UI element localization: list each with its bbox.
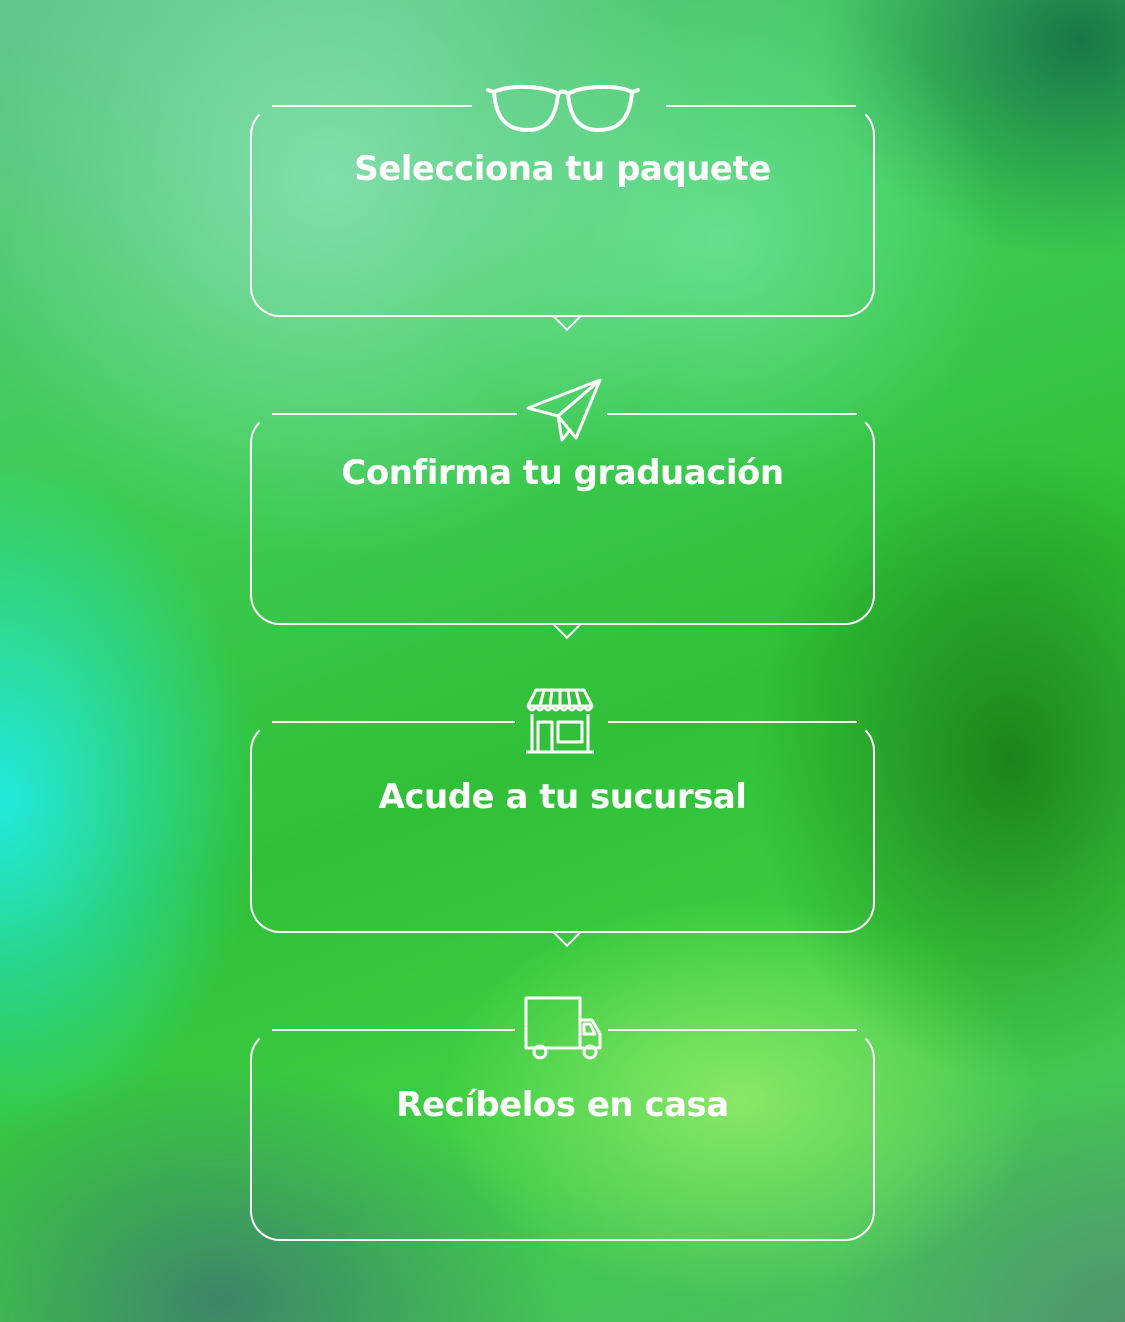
connector-pointer <box>552 302 582 332</box>
connector-pointer <box>552 918 582 948</box>
step-title: Recíbelos en casa <box>396 1085 729 1125</box>
store-icon <box>524 686 596 756</box>
paper-plane-icon <box>524 378 604 442</box>
glasses-icon <box>486 80 640 134</box>
step-card-2: Confirma tu graduación <box>250 412 875 640</box>
step-title: Acude a tu sucursal <box>378 777 747 817</box>
step-title: Selecciona tu paquete <box>354 149 771 189</box>
step-title: Confirma tu graduación <box>341 453 784 493</box>
delivery-truck-icon <box>522 994 604 1062</box>
step-card-4: Recíbelos en casa <box>250 1028 875 1241</box>
step-card-1: Selecciona tu paquete <box>250 104 875 332</box>
connector-pointer <box>552 610 582 640</box>
step-card-3: Acude a tu sucursal <box>250 720 875 948</box>
